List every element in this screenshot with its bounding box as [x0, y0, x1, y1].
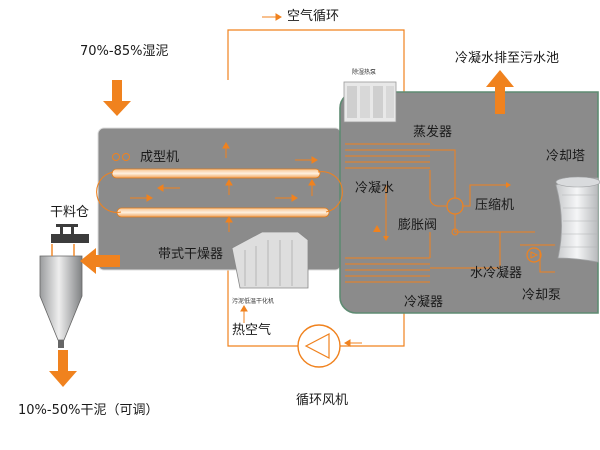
air-loop-bottom — [227, 268, 405, 347]
forming-machine-label: 成型机 — [140, 150, 180, 165]
condenser-label: 冷凝器 — [404, 295, 444, 310]
dry-bin-label: 干料仓 — [50, 205, 90, 220]
evaporator-label: 蒸发器 — [413, 125, 453, 140]
water-condenser-label: 水冷凝器 — [470, 266, 523, 281]
compressor-label: 压缩机 — [475, 198, 515, 213]
valve-icon — [451, 228, 459, 236]
up-arrow-icon — [486, 70, 514, 114]
cooling-tower-label: 冷却塔 — [546, 149, 586, 164]
condensate-to-pool-label: 冷凝水排至污水池 — [455, 51, 560, 66]
left-arrow-icon — [80, 248, 120, 274]
dry-sludge-label: 10%-50%干泥（可调） — [18, 403, 159, 418]
cooling-pump-label: 冷却泵 — [522, 288, 562, 303]
sludge-dryer-caption: 污泥低温干化机 — [232, 298, 275, 305]
hot-air-label: 热空气 — [232, 323, 272, 338]
sludge-dryer-machine-graphic — [231, 231, 309, 289]
cooling-tower-graphic — [555, 176, 600, 263]
dry-bin-graphic — [39, 224, 89, 348]
down-arrow-icon — [103, 80, 131, 116]
pump-icon — [526, 247, 542, 263]
air-loop-top — [227, 29, 405, 128]
heat-pump-panel — [339, 91, 599, 314]
expansion-valve-label: 膨胀阀 — [398, 218, 438, 233]
heat-pump-machine-graphic — [343, 81, 397, 123]
compressor-icon — [446, 197, 464, 215]
circulation-fan-label: 循环风机 — [296, 393, 349, 408]
belt-dryer-label: 带式干燥器 — [158, 247, 224, 262]
fan-icon — [297, 324, 341, 368]
heat-pump-caption: 除湿热泵 — [352, 69, 377, 76]
condensate-water-label: 冷凝水 — [355, 181, 395, 196]
wet-sludge-label: 70%-85%湿泥 — [80, 44, 169, 59]
down-arrow-icon — [49, 350, 77, 387]
air-circulation-label: 空气循环 — [287, 9, 340, 24]
